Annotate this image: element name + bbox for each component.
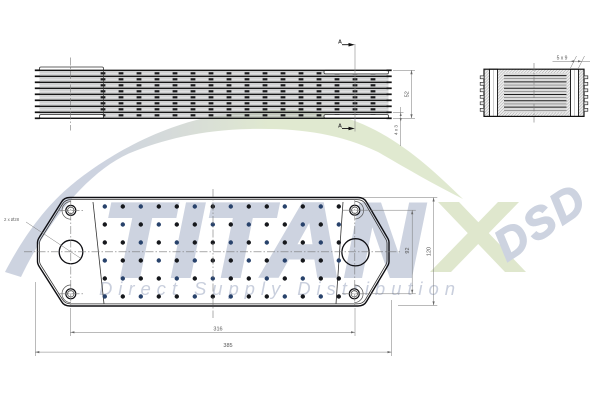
svg-text:A: A — [338, 40, 342, 46]
svg-text:385: 385 — [223, 343, 232, 349]
svg-text:4 x 3: 4 x 3 — [394, 125, 399, 135]
svg-text:TITAN: TITAN — [103, 183, 425, 299]
svg-text:52: 52 — [405, 91, 411, 97]
svg-text:2 x Ø28: 2 x Ø28 — [4, 217, 20, 222]
svg-text:120: 120 — [426, 247, 432, 256]
svg-text:A: A — [338, 123, 342, 129]
svg-text:92: 92 — [405, 247, 411, 253]
svg-text:316: 316 — [213, 326, 222, 332]
svg-text:5 x 9: 5 x 9 — [557, 56, 568, 62]
